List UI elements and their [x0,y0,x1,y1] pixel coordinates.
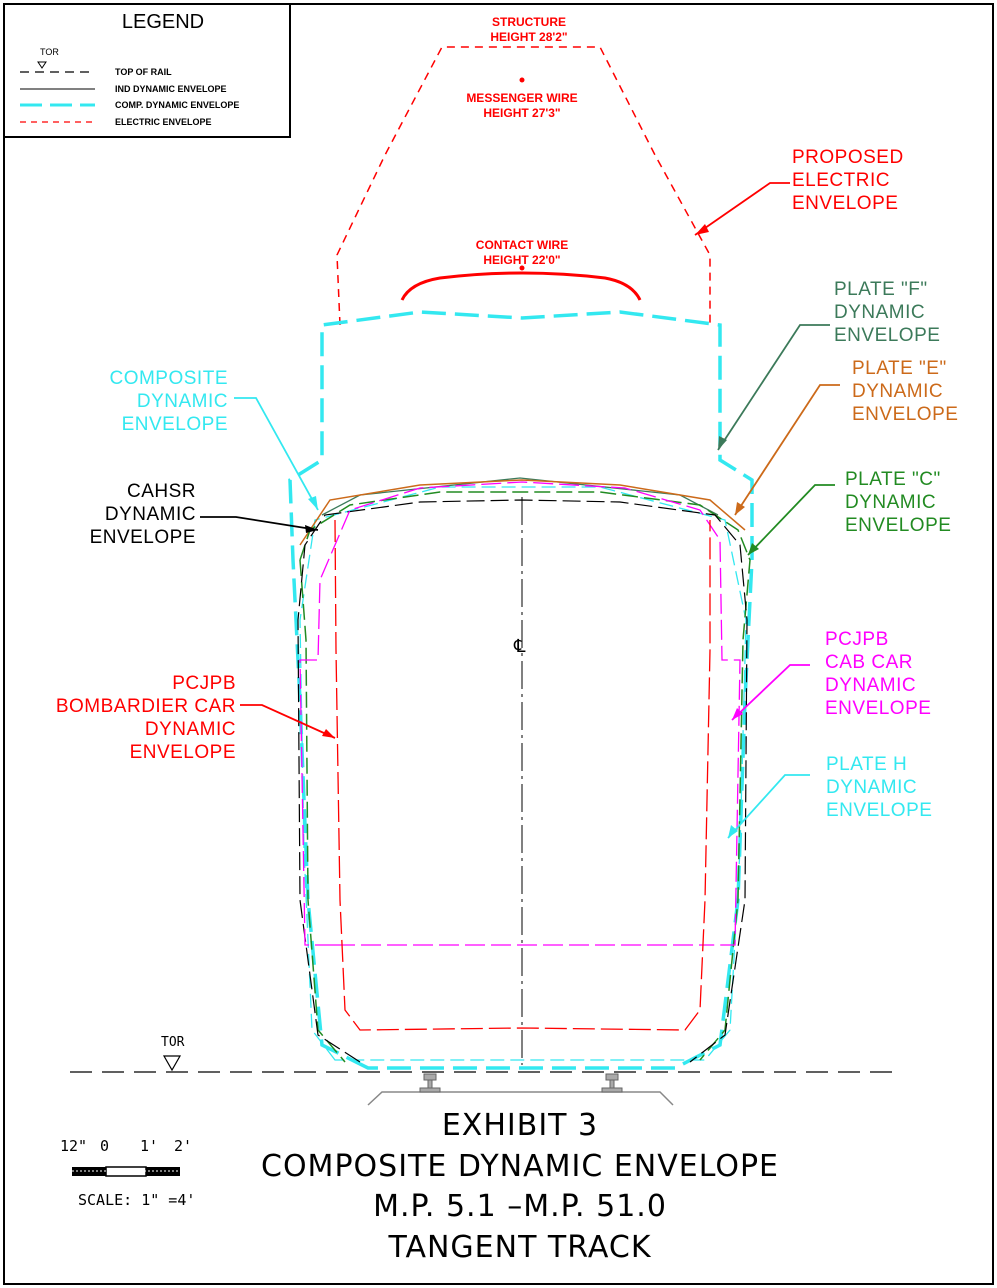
legend-title: LEGEND [122,11,204,33]
label-plate-h: PLATE H DYNAMIC ENVELOPE [826,754,932,821]
leader-plate-f [717,324,830,451]
legend: LEGEND TOR TOP OF RAIL IND DYNAMIC ENVEL… [3,3,291,138]
svg-text:DYNAMIC: DYNAMIC [137,391,228,412]
title-line-1: EXHIBIT 3 [442,1108,598,1143]
legend-box [3,3,291,138]
pcjpb-cab-car-envelope [299,481,741,946]
legend-label-electric: ELECTRIC ENVELOPE [115,117,212,127]
svg-text:DYNAMIC: DYNAMIC [145,719,236,740]
title-line-4: TANGENT TRACK [387,1230,651,1265]
title-line-3: M.P. 5.1 –M.P. 51.0 [373,1189,667,1224]
label-pcjpb-cab: PCJPB CAB CAR DYNAMIC ENVELOPE [825,629,931,719]
contact-wire [400,271,642,301]
label-pcjpb-bombardier: PCJPB BOMBARDIER CAR DYNAMIC ENVELOPE [56,673,236,763]
leader-composite [234,397,319,511]
leader-proposed-electric [694,182,790,236]
legend-tor-triangle [37,61,47,69]
svg-text:CAB CAR: CAB CAR [825,652,913,673]
svg-text:DYNAMIC: DYNAMIC [826,777,917,798]
svg-text:ENVELOPE: ENVELOPE [130,742,236,763]
label-plate-c: PLATE "C" DYNAMIC ENVELOPE [845,469,951,536]
contact-wire-line2: HEIGHT 22'0" [483,253,560,267]
scale-seg-3 [146,1167,180,1176]
svg-text:ENVELOPE: ENVELOPE [826,800,932,821]
messenger-wire-point [519,77,525,83]
tor-label: TOR [161,1035,185,1050]
leader-plate-e [734,384,840,516]
leader-pcjpb-cab [731,664,810,721]
legend-label-tor: TOP OF RAIL [115,67,172,77]
structure-height-line1: STRUCTURE [492,15,566,29]
contact-wire-point [519,265,525,271]
leader-lines [200,182,840,839]
svg-text:ENVELOPE: ENVELOPE [792,193,898,214]
scale-tick-12in: 12" [60,1137,87,1155]
label-composite: COMPOSITE DYNAMIC ENVELOPE [109,368,228,435]
legend-label-ind: IND DYNAMIC ENVELOPE [115,84,227,94]
scale-tick-0: 0 [100,1137,109,1155]
svg-text:PROPOSED: PROPOSED [792,147,904,168]
plate-f-envelope [321,477,719,516]
pcjpb-bombardier-envelope [334,519,711,1031]
svg-text:PLATE "F": PLATE "F" [834,279,928,300]
leader-arrowheads [305,224,759,838]
drawing-border [3,3,994,1285]
svg-text:CAHSR: CAHSR [127,481,196,502]
svg-text:DYNAMIC: DYNAMIC [845,492,936,513]
composite-dynamic-envelope [288,310,754,1070]
label-cahsr: CAHSR DYNAMIC ENVELOPE [90,481,196,548]
svg-text:ENVELOPE: ENVELOPE [834,325,940,346]
scale-tick-2ft: 2' [174,1137,192,1155]
svg-text:PLATE H: PLATE H [826,754,907,775]
plate-c-envelope [299,491,751,1061]
tor-triangle [162,1055,182,1072]
svg-text:PLATE "C": PLATE "C" [845,469,941,490]
messenger-wire-line2: HEIGHT 27'3" [483,106,560,120]
label-proposed-electric: PROPOSED ELECTRIC ENVELOPE [792,147,904,214]
svg-text:DYNAMIC: DYNAMIC [852,381,943,402]
leader-pcjpb-bombardier [240,704,336,739]
scale-tick-1ft: 1' [140,1137,158,1155]
scale-bar: 12" 0 1' 2' SCALE: 1" =4' [60,1137,195,1209]
title-line-2: COMPOSITE DYNAMIC ENVELOPE [261,1149,779,1184]
svg-text:COMPOSITE: COMPOSITE [109,368,228,389]
svg-text:DYNAMIC: DYNAMIC [834,302,925,323]
scale-text: SCALE: 1" =4' [78,1191,195,1209]
centerline-symbol: ℄ [513,636,526,657]
plate-e-envelope [299,479,746,546]
messenger-wire-line1: MESSENGER WIRE [466,91,577,105]
svg-text:ENVELOPE: ENVELOPE [122,414,228,435]
leader-plate-h [727,774,810,839]
structure-height-line2: HEIGHT 28'2" [490,30,567,44]
svg-text:PCJPB: PCJPB [825,629,889,650]
label-plate-e: PLATE "E" DYNAMIC ENVELOPE [852,358,958,425]
legend-label-comp: COMP. DYNAMIC ENVELOPE [115,100,239,110]
svg-text:BOMBARDIER CAR: BOMBARDIER CAR [56,696,236,717]
leader-cahsr [200,516,319,531]
rail-assembly [367,1073,674,1106]
svg-text:ELECTRIC: ELECTRIC [792,170,890,191]
svg-text:ENVELOPE: ENVELOPE [845,515,951,536]
label-plate-f: PLATE "F" DYNAMIC ENVELOPE [834,279,940,346]
plate-h-envelope [299,486,747,1061]
svg-text:PCJPB: PCJPB [172,673,236,694]
legend-tor-symbol: TOR [40,47,59,57]
svg-text:ENVELOPE: ENVELOPE [825,698,931,719]
electric-envelope [336,46,711,326]
leader-plate-c [747,484,835,556]
svg-text:ENVELOPE: ENVELOPE [852,404,958,425]
svg-text:DYNAMIC: DYNAMIC [105,504,196,525]
title-block: EXHIBIT 3 COMPOSITE DYNAMIC ENVELOPE M.P… [261,1108,779,1265]
svg-text:PLATE "E": PLATE "E" [852,358,947,379]
svg-text:ENVELOPE: ENVELOPE [90,527,196,548]
svg-text:DYNAMIC: DYNAMIC [825,675,916,696]
contact-wire-line1: CONTACT WIRE [476,238,568,252]
